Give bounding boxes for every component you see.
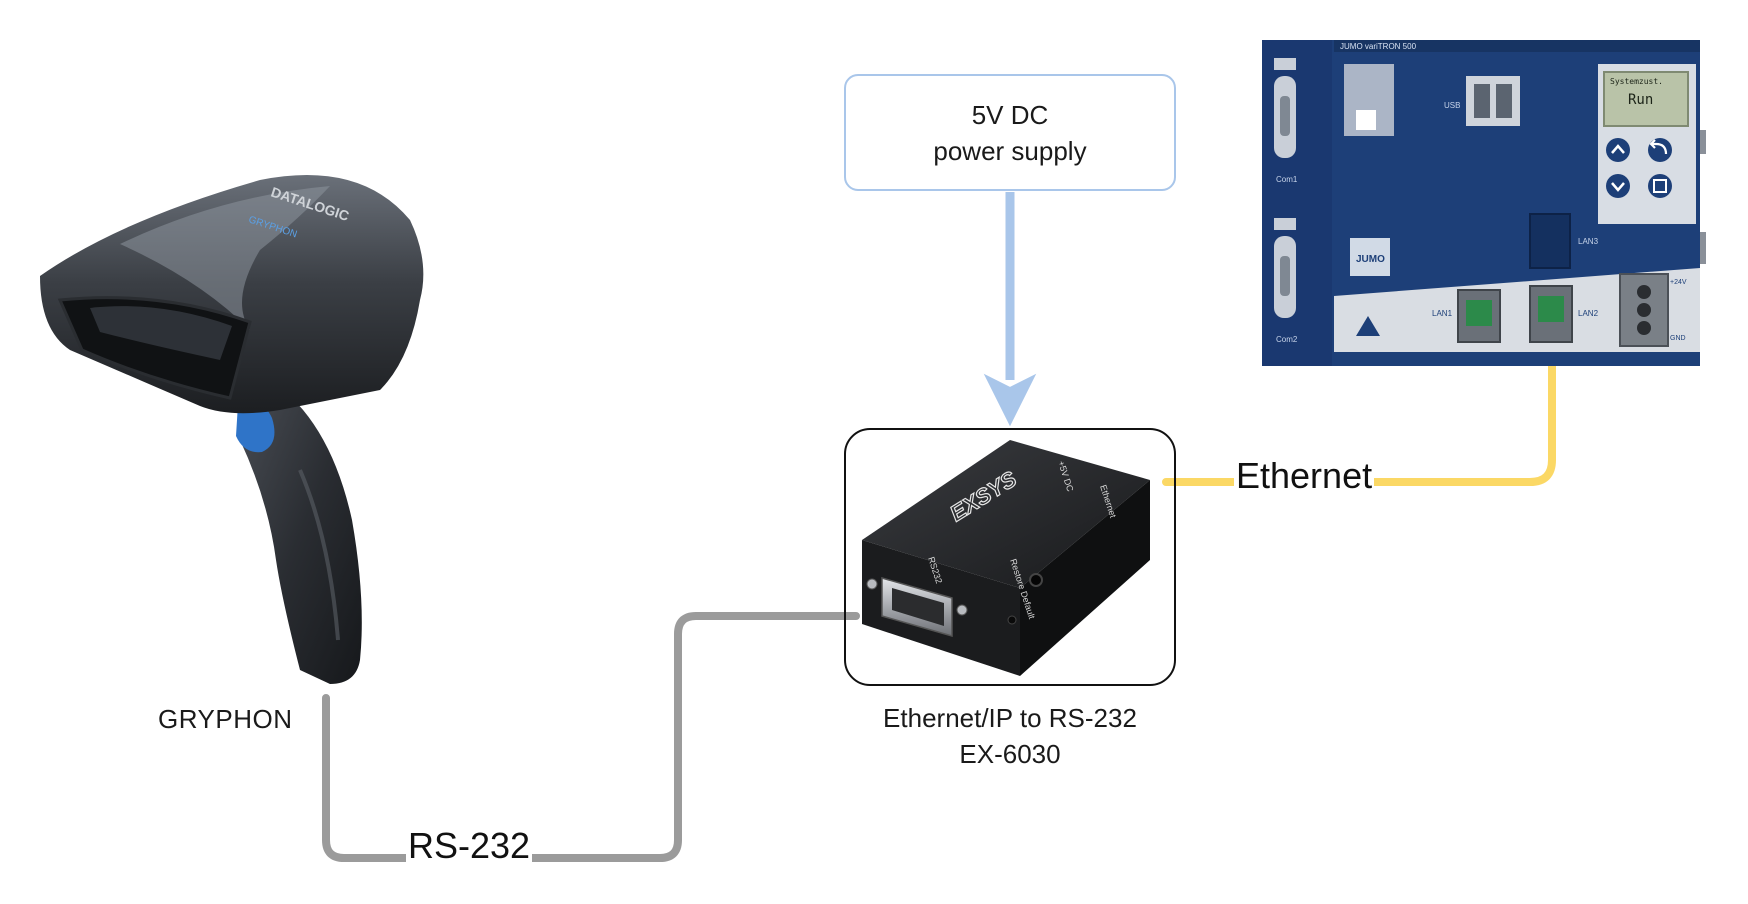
plus24-label: +24V (1670, 279, 1687, 286)
controller-lower-panel (1334, 268, 1700, 352)
power-supply-box: 5V DC power supply (844, 74, 1176, 191)
com2-label: Com2 (1276, 335, 1298, 344)
lan3-label: LAN3 (1578, 237, 1599, 246)
converter-box (844, 428, 1176, 686)
ethernet-wire (1162, 308, 1556, 486)
lan3-port (1529, 213, 1571, 269)
gnd-label: GND (1670, 335, 1686, 342)
display-value: Run (1628, 92, 1653, 108)
barcode-scanner-image: DATALOGIC GRYPHON (40, 175, 424, 684)
lan1-label: LAN1 (1432, 309, 1453, 318)
scanner-trigger (236, 401, 275, 453)
up-button-icon (1606, 138, 1630, 162)
rs232-wire (322, 612, 860, 862)
power-supply-line1: 5V DC (971, 99, 1049, 130)
converter-device-image: EXSYS RS232 Restore Default +5V DC Ether… (862, 440, 1150, 676)
controller-header-text: JUMO variTRON 500 (1340, 42, 1417, 51)
controller-display (1603, 71, 1689, 127)
power-arrow-head (983, 373, 1037, 427)
scanner-handle (240, 380, 362, 684)
display-title: Systemzust. (1610, 77, 1663, 86)
com1-label: Com1 (1276, 175, 1298, 184)
rs232-label: RS-232 (406, 825, 533, 866)
converter-caption-line1: Ethernet/IP to RS-232 (883, 703, 1137, 733)
ethernet-label: Ethernet (1234, 455, 1375, 496)
converter-caption-line2: EX-6030 (959, 739, 1061, 769)
menu-button-icon (1648, 174, 1672, 198)
converter-caption: Ethernet/IP to RS-232 EX-6030 (844, 700, 1176, 772)
controller-badge-text: JUMO (1356, 254, 1385, 265)
lan2-label: LAN2 (1578, 309, 1599, 318)
back-button-icon (1648, 138, 1672, 162)
scanner-caption: GRYPHON (158, 704, 293, 734)
controller-device-image: JUMO variTRON 500 Com1 Com2 USB Systemzu… (1262, 40, 1706, 366)
down-button-icon (1606, 174, 1630, 198)
usb-label: USB (1444, 101, 1460, 110)
power-supply-line2: power supply (933, 135, 1087, 166)
